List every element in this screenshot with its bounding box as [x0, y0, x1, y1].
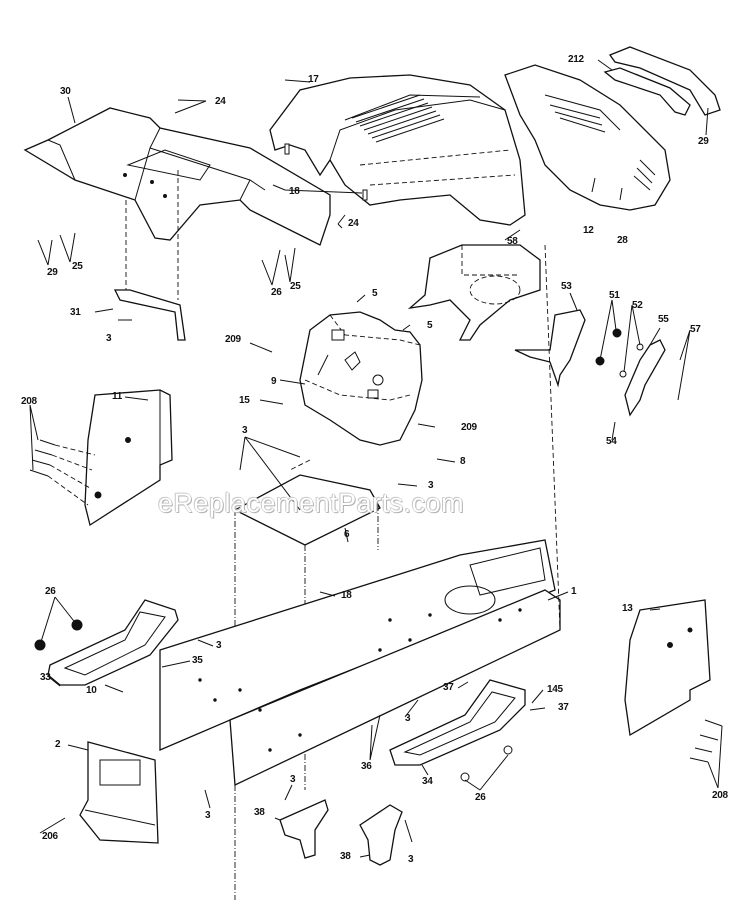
footrest-right-part[interactable]	[389, 679, 526, 782]
bracket-38-right-part[interactable]	[359, 804, 403, 866]
callout-3[interactable]: 3	[408, 854, 414, 865]
callout-11[interactable]: 11	[112, 391, 122, 402]
bracket-31-part[interactable]	[113, 289, 186, 341]
hood-vents	[351, 94, 445, 143]
callout-3[interactable]: 3	[106, 333, 112, 344]
callout-53[interactable]: 53	[561, 281, 572, 292]
callout-5[interactable]: 5	[372, 288, 378, 299]
hood-part[interactable]	[269, 74, 526, 226]
dash-part[interactable]	[299, 311, 423, 446]
callout-3[interactable]: 3	[290, 774, 296, 785]
callout-28[interactable]: 28	[617, 235, 628, 246]
fender-part[interactable]	[23, 107, 331, 246]
footrest-left-part[interactable]	[34, 599, 179, 686]
callout-212[interactable]: 212	[568, 54, 584, 65]
front-bracket-part[interactable]	[79, 741, 159, 844]
callout-25[interactable]: 25	[290, 281, 301, 292]
callout-26[interactable]: 26	[475, 792, 486, 803]
callout-24[interactable]: 24	[348, 218, 359, 229]
callout-145[interactable]: 145	[547, 684, 563, 695]
callout-3[interactable]: 3	[405, 713, 411, 724]
callout-57[interactable]: 57	[690, 324, 701, 335]
grille-part[interactable]	[504, 46, 721, 211]
callout-31[interactable]: 31	[70, 307, 81, 318]
callout-37[interactable]: 37	[558, 702, 569, 713]
callout-34[interactable]: 34	[422, 776, 433, 787]
screws-208-left	[29, 439, 56, 477]
shield-part[interactable]	[407, 244, 541, 341]
callout-33[interactable]: 33	[40, 672, 51, 683]
callout-55[interactable]: 55	[658, 314, 669, 325]
frame-holes	[198, 608, 522, 752]
callout-38[interactable]: 38	[254, 807, 265, 818]
callout-15[interactable]: 15	[239, 395, 250, 406]
callout-30[interactable]: 30	[60, 86, 71, 97]
callout-3[interactable]: 3	[428, 480, 434, 491]
bracket-38-left-part[interactable]	[279, 799, 329, 859]
callout-26[interactable]: 26	[45, 586, 56, 597]
callout-58[interactable]: 58	[507, 236, 518, 247]
callout-3[interactable]: 3	[242, 425, 248, 436]
callout-51[interactable]: 51	[609, 290, 620, 301]
callout-8[interactable]: 8	[460, 456, 466, 467]
bracket-55-part[interactable]	[595, 328, 666, 417]
callout-36[interactable]: 36	[361, 761, 372, 772]
callout-206[interactable]: 206	[42, 831, 58, 842]
callout-9[interactable]: 9	[271, 376, 277, 387]
callout-26[interactable]: 26	[271, 287, 282, 298]
callout-18[interactable]: 18	[341, 590, 352, 601]
left-side-panel-part[interactable]	[29, 389, 173, 527]
callout-52[interactable]: 52	[632, 300, 643, 311]
callout-29[interactable]: 29	[47, 267, 58, 278]
callout-24[interactable]: 24	[215, 96, 226, 107]
callout-12[interactable]: 12	[583, 225, 594, 236]
callout-13[interactable]: 13	[622, 603, 633, 614]
leader-lines	[29, 59, 723, 858]
watermark: eReplacementParts.com	[158, 488, 465, 518]
callout-29[interactable]: 29	[698, 136, 709, 147]
callout-37[interactable]: 37	[443, 682, 454, 693]
callout-17[interactable]: 17	[308, 74, 319, 85]
screws-208-right	[689, 719, 723, 763]
callout-35[interactable]: 35	[192, 655, 203, 666]
frame-part[interactable]	[159, 539, 561, 786]
right-side-panel-part[interactable]	[624, 599, 723, 763]
bracket-53-part[interactable]	[514, 309, 586, 388]
callout-2[interactable]: 2	[55, 739, 61, 750]
callout-38[interactable]: 38	[340, 851, 351, 862]
callout-209[interactable]: 209	[225, 334, 241, 345]
callout-5[interactable]: 5	[427, 320, 433, 331]
callout-54[interactable]: 54	[606, 436, 617, 447]
callout-10[interactable]: 10	[86, 685, 97, 696]
callout-209[interactable]: 209	[461, 422, 477, 433]
callout-6[interactable]: 6	[344, 529, 350, 540]
callout-208[interactable]: 208	[21, 396, 37, 407]
callout-208[interactable]: 208	[712, 790, 728, 801]
callout-25[interactable]: 25	[72, 261, 83, 272]
callout-18[interactable]: 18	[289, 186, 300, 197]
callout-3[interactable]: 3	[216, 640, 222, 651]
callout-3[interactable]: 3	[205, 810, 211, 821]
callout-1[interactable]: 1	[571, 586, 577, 597]
